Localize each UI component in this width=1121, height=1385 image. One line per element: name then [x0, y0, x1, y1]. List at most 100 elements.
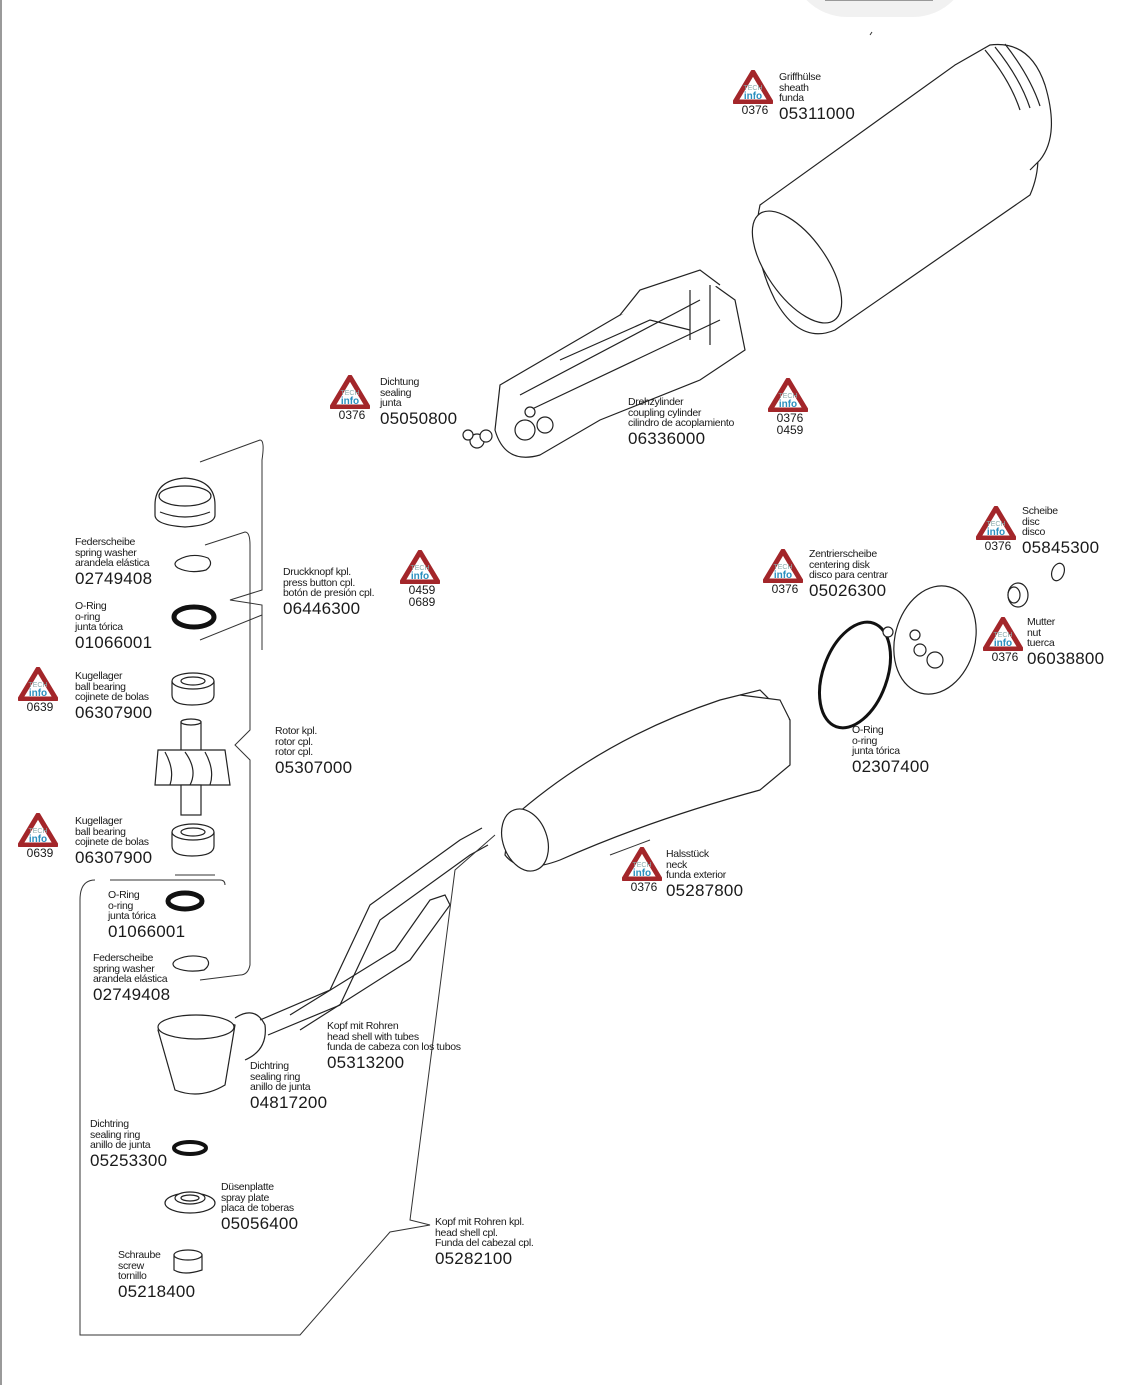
tech-info-badge[interactable]: TECH info 0376: [982, 616, 1024, 663]
tech-info-icon: TECH info: [621, 846, 663, 882]
tech-code: 0376: [984, 539, 1012, 553]
part-label-oring-top: O-Ring o-ring junta tórica 01066001: [75, 600, 153, 652]
part-drawing-sealing-ring-small: [172, 1140, 208, 1156]
svg-text:TECH: TECH: [743, 85, 762, 92]
tech-info-icon: TECH info: [982, 616, 1024, 652]
svg-text:info: info: [341, 396, 359, 407]
svg-text:info: info: [633, 868, 651, 879]
tech-code: 0376: [741, 103, 769, 117]
part-label-kopf-mit-rohren: Kopf mit Rohren head shell with tubes fu…: [327, 1020, 461, 1072]
part-drawing-sheath: [751, 43, 1052, 335]
svg-text:info: info: [29, 688, 47, 699]
page-left-border: [0, 0, 2, 1385]
part-drawing-ball-bearing-top: [171, 672, 215, 706]
part-number: 05056400: [221, 1213, 299, 1233]
svg-text:TECH: TECH: [28, 828, 47, 835]
leader-oring-top: [199, 614, 263, 641]
part-label-kopf-kpl: Kopf mit Rohren kpl. head shell cpl. Fun…: [435, 1216, 534, 1268]
tech-code: 0376: [630, 880, 658, 894]
tech-info-icon: TECH info: [767, 377, 809, 413]
tech-info-badge[interactable]: TECH info 0639: [17, 666, 59, 713]
part-drawing-spring-washer-bottom: [172, 955, 210, 972]
svg-text:TECH: TECH: [778, 393, 797, 400]
part-number: 05845300: [1022, 537, 1100, 557]
part-drawing-rotor: [154, 718, 231, 816]
top-tab-bar: [825, 0, 933, 1]
part-number: 02307400: [852, 756, 930, 776]
svg-text:TECH: TECH: [993, 632, 1012, 639]
svg-text:TECH: TECH: [632, 862, 651, 869]
part-drawing-head-shell: [157, 827, 489, 1095]
part-number: 06446300: [283, 598, 361, 618]
part-number: 06336000: [628, 428, 706, 448]
tech-info-icon: TECH info: [975, 505, 1017, 541]
svg-text:info: info: [994, 638, 1012, 649]
part-drawing-sealing: [462, 429, 493, 449]
part-number: 05253300: [90, 1150, 168, 1170]
part-label-scheibe: Scheibe disc disco 05845300: [1022, 505, 1100, 557]
tech-info-icon: TECH info: [329, 374, 371, 410]
tech-code: 0376: [771, 582, 799, 596]
tick-mark: [869, 31, 873, 36]
part-drawing-spring-washer-top: [174, 554, 212, 573]
top-tab-shape: [790, 0, 970, 17]
part-label-halsstueck: Halsstück neck funda exterior 05287800: [666, 848, 744, 900]
part-number: 05311000: [779, 103, 855, 123]
tech-info-badge[interactable]: TECH info 0376: [762, 548, 804, 595]
part-drawing-screw: [173, 1249, 203, 1274]
part-label-druckknopf: Druckknopf kpl. press button cpl. botón …: [283, 566, 375, 618]
part-label-duesenplatte: Düsenplatte spray plate placa de toberas…: [221, 1181, 299, 1233]
tech-info-badge[interactable]: TECH info 0376: [621, 846, 663, 893]
part-drawing-nut: [1007, 582, 1029, 608]
svg-text:info: info: [987, 527, 1005, 538]
tech-info-icon: TECH info: [762, 548, 804, 584]
svg-text:TECH: TECH: [28, 682, 47, 689]
tech-info-icon: TECH info: [17, 812, 59, 848]
part-label-federscheibe-bottom: Federscheibe spring washer arandela elás…: [93, 952, 171, 1004]
part-number: 01066001: [108, 921, 186, 941]
part-number: 06038800: [1027, 648, 1105, 668]
part-number: 05287800: [666, 880, 744, 900]
part-label-oring-bottom: O-Ring o-ring junta tórica 01066001: [108, 889, 186, 941]
part-label-griffhuelse: Griffhülse sheath funda 05311000: [779, 71, 855, 123]
part-drawing-centering-disk: [882, 585, 977, 695]
bracket-press-button: [199, 439, 264, 650]
tech-info-badge[interactable]: TECH info 0639: [17, 812, 59, 859]
part-number: 01066001: [75, 632, 153, 652]
tech-info-badge[interactable]: TECH info 0376: [732, 69, 774, 116]
tech-info-icon: TECH info: [17, 666, 59, 702]
part-drawing-spray-plate: [164, 1191, 216, 1214]
part-number: 05313200: [327, 1052, 405, 1072]
part-number: 06307900: [75, 847, 153, 867]
part-label-dichtung: Dichtung sealing junta 05050800: [380, 376, 458, 428]
part-label-mutter: Mutter nut tuerca 06038800: [1027, 616, 1105, 668]
svg-text:info: info: [29, 834, 47, 845]
part-drawing-oring-top: [171, 604, 217, 630]
tech-info-icon: TECH info: [732, 69, 774, 105]
part-drawing-neck: [501, 689, 791, 872]
part-label-schraube: Schraube screw tornillo 05218400: [118, 1249, 196, 1301]
svg-text:TECH: TECH: [410, 565, 429, 572]
part-number: 02749408: [93, 984, 171, 1004]
bracket-oring-top-line: [110, 879, 226, 886]
part-drawing-coupling-cylinder: [494, 269, 746, 458]
part-number: 02749408: [75, 568, 153, 588]
tech-code: 0376: [991, 650, 1019, 664]
part-label-oring-large: O-Ring o-ring junta tórica 02307400: [852, 724, 930, 776]
tech-info-badge[interactable]: TECH info 0376: [975, 505, 1017, 552]
tech-info-badge[interactable]: TECH info 0376: [329, 374, 371, 421]
part-label-kugellager-bottom: Kugellager ball bearing cojinete de bola…: [75, 815, 153, 867]
part-label-rotor: Rotor kpl. rotor cpl. rotor cpl. 0530700…: [275, 725, 353, 777]
svg-text:info: info: [774, 570, 792, 581]
svg-text:TECH: TECH: [340, 390, 359, 397]
part-label-drehzylinder: Drehzylinder coupling cylinder cilindro …: [628, 396, 735, 448]
part-drawing-oring-large: [818, 620, 892, 730]
part-number: 05050800: [380, 408, 458, 428]
part-number: 05218400: [118, 1281, 196, 1301]
part-label-dichtring-small: Dichtring sealing ring anillo de junta 0…: [90, 1118, 168, 1170]
